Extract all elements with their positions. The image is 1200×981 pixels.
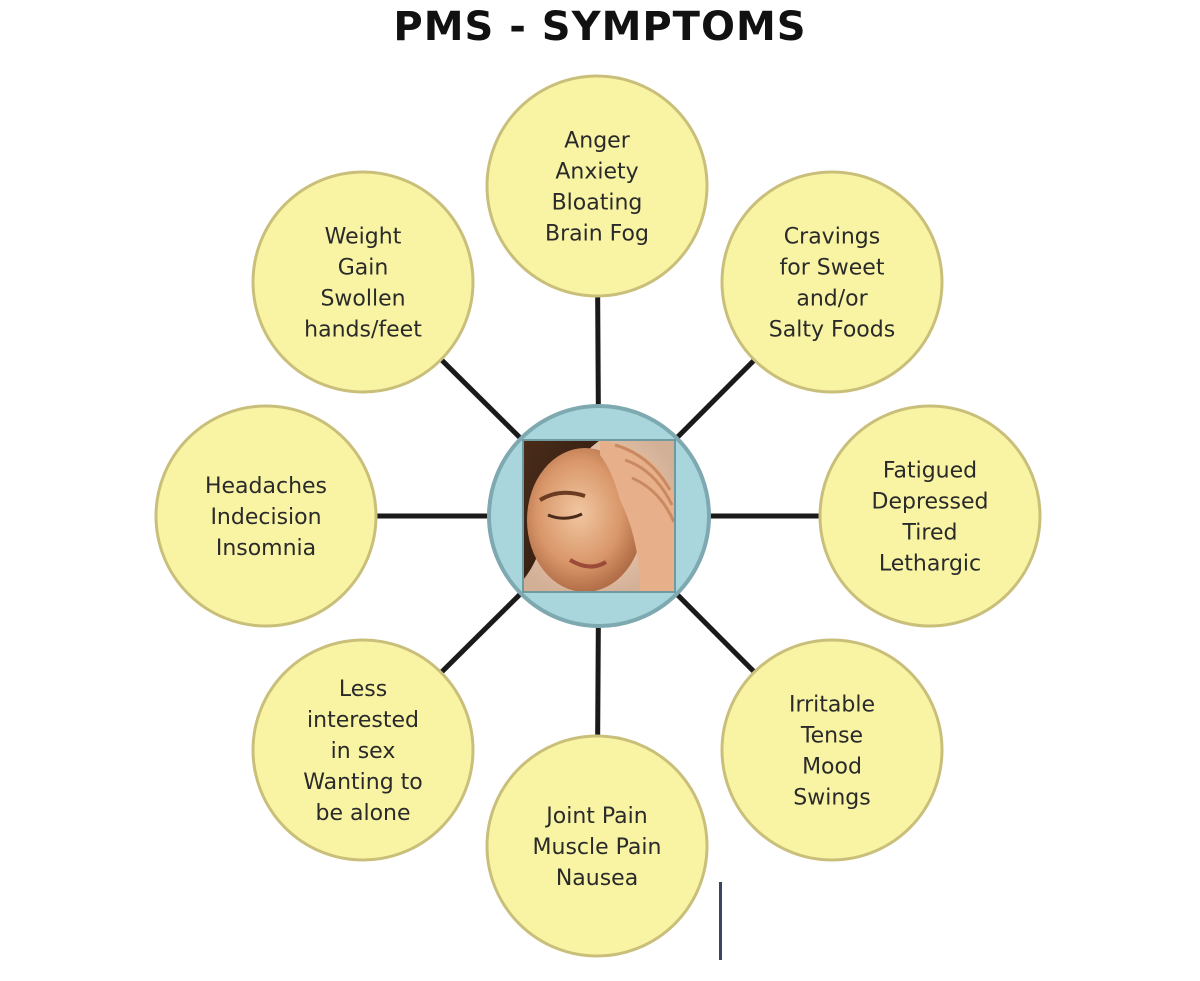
bubble-text-line: Depressed: [872, 490, 989, 515]
bubble-circle-top-right: [720, 170, 944, 394]
bubble-text-line: hands/feet: [304, 318, 422, 343]
bubble-circle-right: [818, 404, 1042, 628]
bubble-text-line: be alone: [315, 801, 410, 826]
bubble-text-line: Swings: [793, 786, 870, 811]
bubble-text-line: for Sweet: [780, 256, 885, 281]
bubble-text-line: Cravings: [784, 225, 880, 250]
bubble-text-line: Lethargic: [879, 552, 981, 577]
spoke-top: [595, 295, 601, 407]
bubble-text-line: Indecision: [210, 505, 321, 530]
bubble-text-line: Mood: [802, 755, 862, 780]
bubble-text-line: Bloating: [552, 191, 643, 216]
bubble-text-line: Anxiety: [555, 160, 638, 185]
bubble-text-line: Wanting to: [303, 770, 423, 795]
bubble-circle-bottom: [485, 734, 709, 958]
bubble-text-line: Joint Pain: [544, 804, 647, 829]
bubble-circle-top-left: [251, 170, 475, 394]
bubble-text-line: Fatigued: [883, 459, 977, 484]
center-node: [487, 404, 711, 628]
vertical-stray-line: [719, 882, 722, 960]
bubble-text-line: Weight: [325, 225, 402, 250]
bubble-circle-left: [154, 404, 378, 628]
connector-lines: [376, 295, 820, 737]
bubble-circle-bottom-right: [720, 638, 944, 862]
bubble-text-line: Less: [339, 677, 387, 702]
spoke-bottom-left: [439, 591, 523, 675]
bubble-text-line: Insomnia: [216, 536, 316, 561]
bubble-text-line: Gain: [338, 256, 389, 281]
spoke-bottom-right: [674, 592, 757, 674]
bubble-text-line: interested: [307, 708, 419, 733]
bubble-circle-bottom-left: [251, 638, 475, 862]
bubble-text-line: Brain Fog: [545, 222, 649, 247]
bubble-text-line: Salty Foods: [769, 318, 895, 343]
bubble-text-line: Swollen: [320, 287, 405, 312]
bubble-text-line: Tired: [902, 521, 958, 546]
bubble-circle-top: [485, 74, 709, 298]
woman-headache-photo: [523, 440, 675, 592]
spoke-top-right: [674, 358, 757, 440]
bubble-text-line: and/or: [796, 287, 868, 312]
bubble-text-line: in sex: [331, 739, 396, 764]
spoke-bottom: [595, 625, 601, 737]
bubble-text-line: Anger: [564, 129, 630, 154]
bubble-text-line: Tense: [800, 724, 863, 749]
bubble-text-line: Headaches: [205, 474, 327, 499]
bubble-text-line: Nausea: [556, 866, 638, 891]
spoke-top-left: [439, 357, 523, 441]
bubble-text-line: Irritable: [789, 693, 875, 718]
bubble-text-line: Muscle Pain: [533, 835, 662, 860]
diagram-title: PMS - SYMPTOMS: [393, 4, 807, 50]
